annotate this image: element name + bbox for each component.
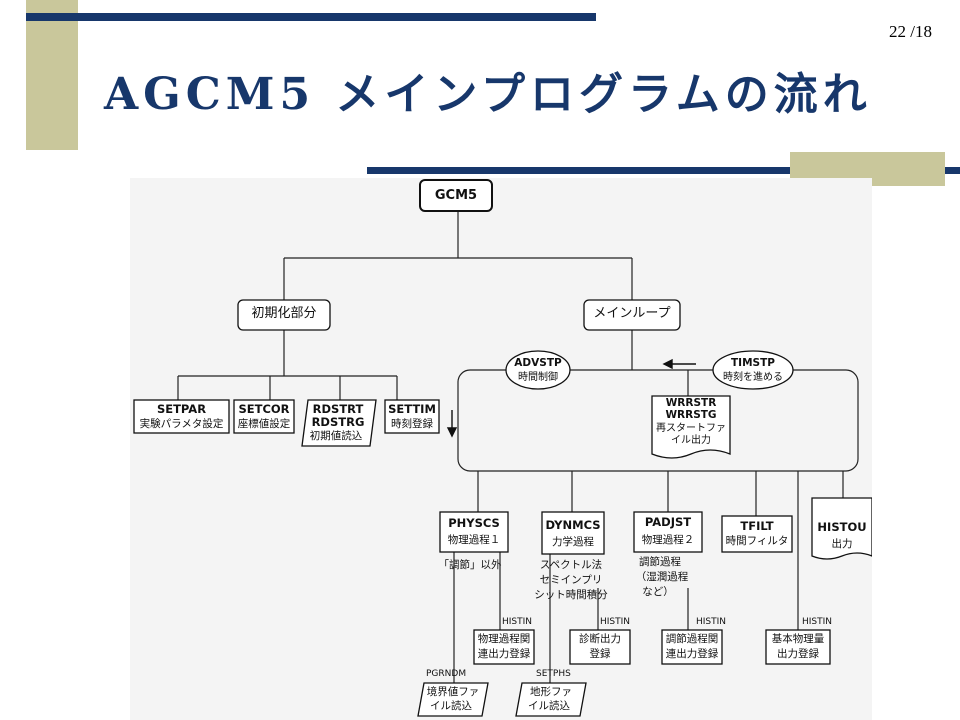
lower-rule [367, 167, 960, 174]
histin-physcs-line2: 連出力登録 [477, 648, 531, 660]
padjst-desc: 物理過程２ [641, 534, 695, 546]
dynmcs-note-2: セミインプリ [539, 574, 603, 586]
setcor-code: SETCOR [238, 402, 290, 416]
settim-code: SETTIM [388, 402, 436, 416]
physcs-desc: 物理過程１ [447, 534, 501, 546]
pgrndm-desc-1: 境界値ファ [426, 686, 480, 698]
wrrstr-code: WRRSTR [665, 397, 717, 409]
dynmcs-note-3: シット時間積分 [534, 589, 608, 601]
physcs-code: PHYSCS [448, 516, 500, 530]
wrrstg-code: WRRSTG [665, 409, 717, 421]
advstp-code: ADVSTP [514, 357, 562, 369]
histin-tag-padjst: HISTIN [696, 617, 727, 627]
dynmcs-desc: 力学過程 [552, 536, 594, 548]
rdstrt-desc: 初期値読込 [309, 430, 363, 442]
settim-desc: 時刻登録 [391, 418, 433, 430]
padjst-note-1: 調節過程 [639, 556, 681, 568]
gcm5-box: GCM5 [434, 188, 478, 203]
timstp-desc: 時刻を進める [723, 372, 783, 383]
init-section-box: 初期化部分 [251, 306, 317, 321]
histin-tag-physcs: HISTIN [502, 617, 533, 627]
page-number: 22 /18 [889, 22, 932, 41]
flow-lines [133, 179, 872, 717]
advstp-desc: 時間制御 [518, 372, 558, 383]
setphs-desc-1: 地形ファ [530, 686, 572, 698]
slide-title: AGCM5 メインプログラムの流れ [104, 69, 872, 120]
padjst-code: PADJST [644, 515, 692, 529]
timstp-code: TIMSTP [731, 357, 775, 369]
setphs-tag: SETPHS [536, 669, 571, 679]
wrrstr-desc-2: イル出力 [671, 435, 711, 446]
histin-tfilt-line1: 基本物理量 [771, 633, 825, 645]
histou-desc: 出力 [831, 538, 853, 550]
histin-tfilt-line2: 出力登録 [777, 648, 819, 660]
pgrndm-desc-2: イル読込 [430, 700, 472, 712]
tfilt-code: TFILT [740, 519, 774, 533]
main-loop-box: メインループ [593, 306, 671, 321]
histin-tag-tfilt: HISTIN [802, 617, 833, 627]
title-accent-block [26, 0, 78, 150]
setphs-desc-2: イル読込 [528, 700, 570, 712]
padjst-note-3: など） [642, 586, 674, 598]
pgrndm-tag: PGRNDM [426, 669, 467, 679]
padjst-note-2: （湿潤過程 [635, 571, 689, 583]
histin-dynmcs-line2: 登録 [589, 648, 611, 660]
setpar-code: SETPAR [156, 402, 207, 416]
histin-physcs-line1: 物理過程関 [477, 633, 531, 645]
physcs-note: 「調節」以外 [438, 559, 502, 571]
histin-tag-dynmcs: HISTIN [600, 617, 631, 627]
rdstrt-code: RDSTRT [312, 402, 364, 416]
setcor-desc: 座標値設定 [237, 418, 291, 430]
top-rule [26, 13, 596, 21]
setpar-desc: 実験パラメタ設定 [139, 418, 224, 430]
rdstrg-code: RDSTRG [311, 415, 365, 429]
wrrstr-desc: 再スタートファ [656, 423, 726, 434]
tfilt-desc: 時間フィルタ [725, 535, 789, 547]
flow-diagram: GCM5 初期化部分 メインループ SETPAR 実験パラメタ設定 SETCOR… [130, 178, 872, 720]
histin-padjst-line1: 調節過程関 [665, 633, 719, 645]
histou-code: HISTOU [817, 520, 867, 534]
dynmcs-code: DYNMCS [545, 518, 601, 532]
histin-dynmcs-line1: 診断出力 [579, 633, 621, 645]
dynmcs-note-1: スペクトル法 [539, 559, 603, 571]
histin-padjst-line2: 連出力登録 [665, 648, 719, 660]
